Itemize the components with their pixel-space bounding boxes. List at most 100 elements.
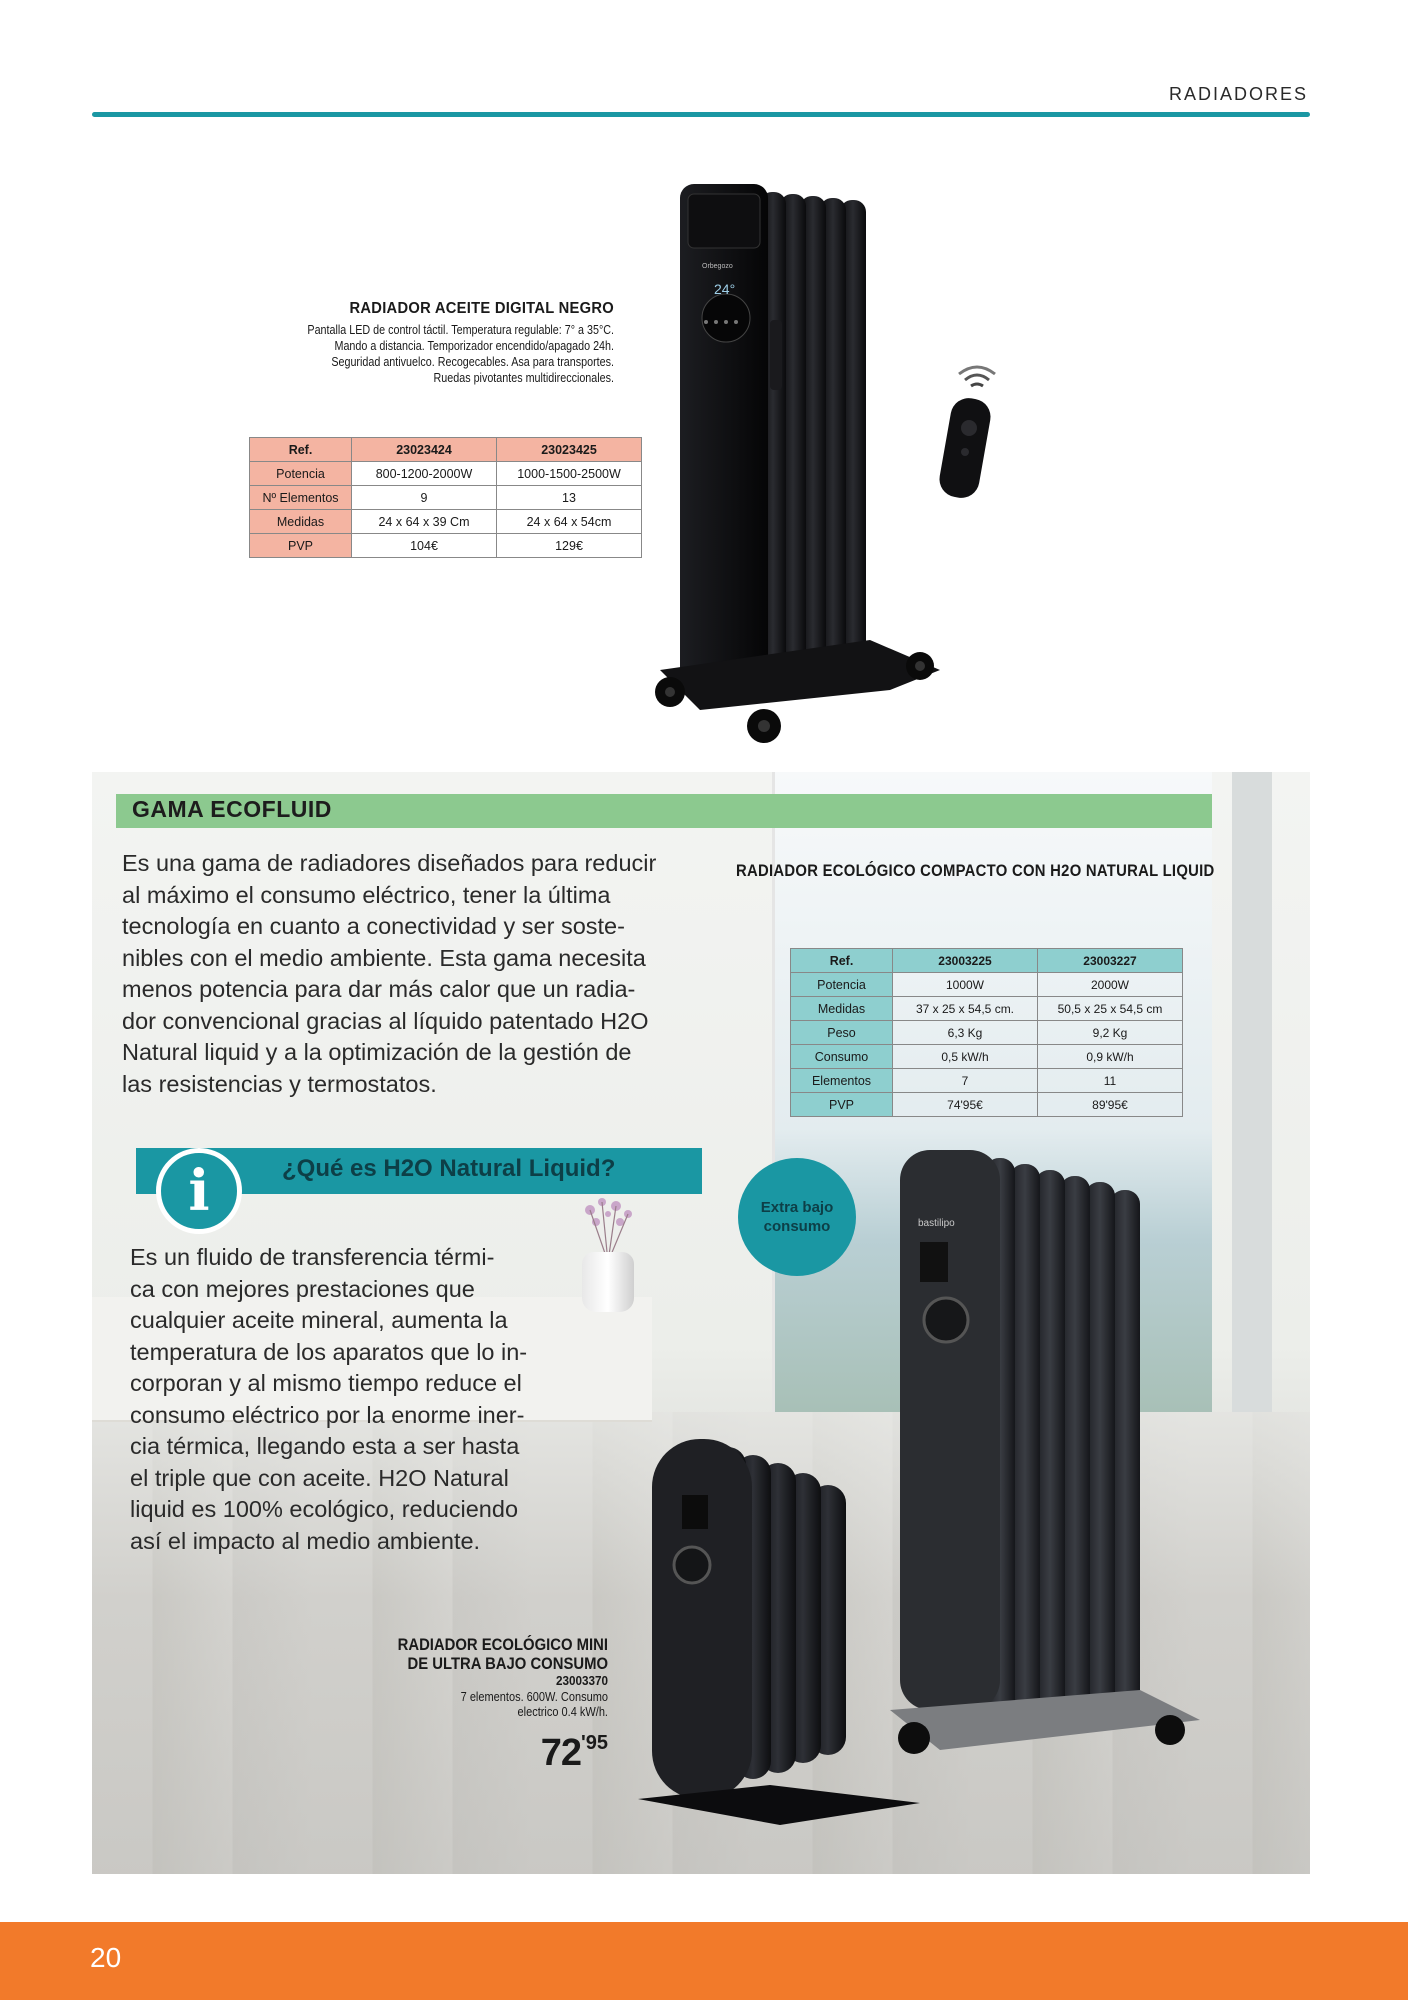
table-cell: 7: [892, 1068, 1038, 1093]
table-row: Peso 6,3 Kg 9,2 Kg: [790, 1020, 1183, 1045]
h2o-answer: Es un fluido de transferencia térmi- ca …: [130, 1242, 550, 1557]
intro-line: Natural liquid y a la optimización de la…: [122, 1039, 632, 1065]
table-cell: 0,9 kW/h: [1037, 1044, 1183, 1069]
product-top-description: Pantalla LED de control táctil. Temperat…: [284, 322, 614, 386]
answer-line: liquid es 100% ecológico, reduciendo: [130, 1496, 519, 1522]
table-cell: 13: [496, 485, 642, 510]
table-row: Medidas 24 x 64 x 39 Cm 24 x 64 x 54cm: [249, 509, 642, 534]
table-cell: 23003225: [892, 948, 1038, 973]
table-cell: Nº Elementos: [249, 485, 352, 510]
desc-line: Ruedas pivotantes multidireccionales.: [433, 371, 614, 385]
product-mini-ref: 23003370: [555, 1673, 608, 1688]
table-cell: 104€: [351, 533, 497, 558]
digital-radiator-image: Orbegozo 24°: [655, 184, 940, 743]
header-rule: [92, 112, 1310, 117]
product-compact-spec-table: Ref. 23003225 23003227 Potencia 1000W 20…: [790, 948, 1183, 1117]
table-cell: 9,2 Kg: [1037, 1020, 1183, 1045]
table-row: Potencia 1000W 2000W: [790, 972, 1183, 997]
remote-control-image: [939, 365, 996, 498]
desc-line: electrico 0.4 kW/h.: [517, 1705, 608, 1719]
title-line: RADIADOR ECOLÓGICO MINI: [397, 1636, 608, 1654]
table-cell: 24 x 64 x 39 Cm: [351, 509, 497, 534]
answer-line: ca con mejores prestaciones que: [130, 1275, 475, 1302]
price-decimal: '95: [580, 1732, 608, 1754]
window-frame: [1232, 772, 1272, 1422]
intro-line: nibles con el medio ambiente. Esta gama …: [122, 944, 646, 971]
product-top-title: RADIADOR ACEITE DIGITAL NEGRO: [349, 300, 614, 317]
table-row: Elementos 7 11: [790, 1068, 1183, 1093]
h2o-question: ¿Qué es H2O Natural Liquid?: [282, 1155, 616, 1182]
info-icon: i: [156, 1148, 242, 1234]
product-top-info: RADIADOR ACEITE DIGITAL NEGRO Pantalla L…: [230, 300, 614, 386]
product-mini-info: RADIADOR ECOLÓGICO MINI DE ULTRA BAJO CO…: [360, 1636, 608, 1774]
table-cell: 23023424: [351, 437, 497, 462]
table-cell: 89'95€: [1037, 1092, 1183, 1117]
table-cell: Peso: [790, 1020, 893, 1045]
table-cell: Potencia: [790, 972, 893, 997]
product-mini-description: 7 elementos. 600W. Consumo electrico 0.4…: [390, 1690, 608, 1720]
desc-line: Pantalla LED de control táctil. Temperat…: [307, 323, 614, 337]
table-cell: Medidas: [249, 509, 352, 534]
badge-line: consumo: [763, 1218, 831, 1235]
shelf-background: [92, 1297, 652, 1422]
price-integer: 72: [540, 1732, 582, 1774]
table-header-row: Ref. 23023424 23023425: [249, 437, 642, 462]
table-row: PVP 74'95€ 89'95€: [790, 1092, 1183, 1117]
table-cell: Ref.: [249, 437, 352, 462]
mini-radiator-image: [638, 1439, 920, 1825]
vase-decoration: [582, 1252, 634, 1312]
product-top-spec-table: Ref. 23023424 23023425 Potencia 800-1200…: [249, 437, 642, 558]
table-cell: PVP: [790, 1092, 893, 1117]
ecofluid-intro: Es una gama de radiadores diseñados para…: [122, 848, 692, 1100]
table-cell: 50,5 x 25 x 54,5 cm: [1037, 996, 1183, 1021]
table-row: PVP 104€ 129€: [249, 533, 642, 558]
answer-line: así el impacto al medio ambiente.: [130, 1527, 481, 1554]
ecofluid-title: GAMA ECOFLUID: [132, 796, 332, 822]
radiator-brand-label: Orbegozo: [702, 263, 733, 270]
page-number: 20: [90, 1942, 122, 1973]
table-row: Nº Elementos 9 13: [249, 485, 642, 510]
answer-line: cualquier aceite mineral, aumenta la: [130, 1307, 508, 1333]
table-cell: 1000-1500-2500W: [496, 461, 642, 486]
table-cell: 74'95€: [892, 1092, 1038, 1117]
section-label: RADIADORES: [1168, 84, 1308, 104]
table-cell: Ref.: [790, 948, 893, 973]
answer-line: corporan y al mismo tiempo reduce el: [130, 1370, 522, 1396]
answer-line: el triple que con aceite. H2O Natural: [130, 1464, 509, 1491]
title-line: DE ULTRA BAJO CONSUMO: [407, 1655, 608, 1673]
table-cell: 6,3 Kg: [892, 1020, 1038, 1045]
intro-line: dor convencional gracias al líquido pate…: [122, 1007, 649, 1034]
desc-line: Mando a distancia. Temporizador encendid…: [334, 339, 615, 353]
extra-low-consumption-badge: Extra bajo consumo: [738, 1158, 856, 1276]
compact-brand-label: bastilipo: [918, 1218, 955, 1229]
table-cell: 1000W: [892, 972, 1038, 997]
table-cell: 9: [351, 485, 497, 510]
desc-line: Seguridad antivuelco. Recogecables. Asa …: [331, 355, 614, 369]
table-cell: PVP: [249, 533, 352, 558]
intro-line: las resistencias y termostatos.: [122, 1070, 437, 1097]
intro-line: menos potencia para dar más calor que un…: [122, 976, 636, 1002]
table-cell: Medidas: [790, 996, 893, 1021]
table-header-row: Ref. 23003225 23003227: [790, 948, 1183, 973]
compact-radiator-image: bastilipo: [890, 1150, 1200, 1754]
answer-line: consumo eléctrico por la enorme iner-: [130, 1401, 525, 1428]
desc-line: 7 elementos. 600W. Consumo: [460, 1690, 608, 1704]
table-row: Potencia 800-1200-2000W 1000-1500-2500W: [249, 461, 642, 486]
table-row: Medidas 37 x 25 x 54,5 cm. 50,5 x 25 x 5…: [790, 996, 1183, 1021]
table-cell: 800-1200-2000W: [351, 461, 497, 486]
table-cell: Consumo: [790, 1044, 893, 1069]
radiator-display-value: 24°: [714, 281, 735, 297]
answer-line: temperatura de los aparatos que lo in-: [130, 1338, 528, 1365]
product-mini-price: 72'95: [360, 1722, 608, 1774]
table-cell: 37 x 25 x 54,5 cm.: [892, 996, 1038, 1021]
table-cell: 0,5 kW/h: [892, 1044, 1038, 1069]
table-cell: 23003227: [1037, 948, 1183, 973]
badge-line: Extra bajo: [760, 1199, 834, 1216]
table-cell: 23023425: [496, 437, 642, 462]
table-cell: 11: [1037, 1068, 1183, 1093]
table-cell: Potencia: [249, 461, 352, 486]
ecofluid-title-bar: [116, 794, 1212, 828]
product-compact-title: RADIADOR ECOLÓGICO COMPACTO CON H2O NATU…: [736, 862, 1215, 880]
answer-line: Es un fluido de transferencia térmi-: [130, 1244, 495, 1270]
intro-line: Es una gama de radiadores diseñados para…: [122, 850, 657, 876]
